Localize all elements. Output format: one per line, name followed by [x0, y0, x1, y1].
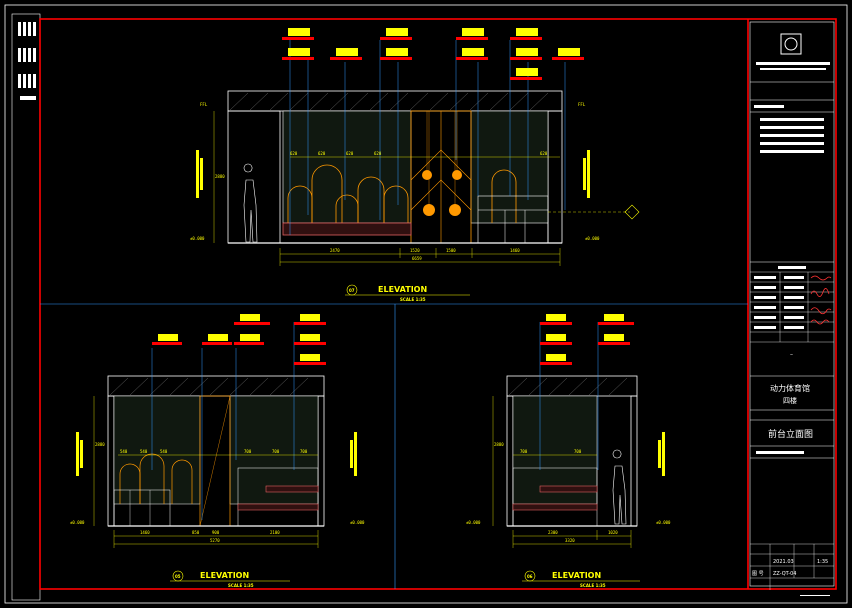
top-elevation-number: 07 [349, 288, 355, 293]
top-upper-dim-1: 620 [290, 151, 298, 156]
top-upper-dim-3: 620 [346, 151, 354, 156]
right-level-right: ±0.000 [656, 520, 671, 525]
left-upper-dim-6: 700 [300, 449, 308, 454]
sheet-title: 前台立面图 [768, 428, 813, 440]
reception-bench [282, 222, 412, 236]
ceiling-band-left [107, 375, 325, 397]
left-elevation-title: ELEVATION [200, 571, 249, 580]
right-upper-dim-1: 700 [520, 449, 528, 454]
top-ffl-right: FFL [578, 102, 586, 107]
top-elevation-title: ELEVATION [378, 285, 427, 294]
wall-right [547, 110, 563, 244]
top-ffl-left: FFL [200, 102, 208, 107]
left-dim-3: 900 [212, 530, 220, 535]
left-overall-dim: 5270 [210, 538, 220, 543]
left-elevation-scale: SCALE 1:35 [228, 583, 254, 588]
left-level-right: ±0.000 [350, 520, 365, 525]
sheet-date: 2021.03 [773, 559, 794, 565]
top-dim-2: 1520 [410, 248, 420, 253]
left-height-dim: 2880 [95, 442, 105, 447]
bench-right [539, 485, 598, 493]
pendant-lamps [422, 111, 462, 216]
left-level-left: ±0.000 [70, 520, 85, 525]
top-level-right: ±0.000 [585, 236, 600, 241]
top-level-left: ±0.000 [190, 236, 205, 241]
section-marker [624, 204, 640, 220]
project-name: 动力体育馆 [770, 383, 810, 393]
sheet-no-label: 图 号 [752, 571, 764, 577]
left-dim-4: 2100 [270, 530, 280, 535]
top-dim-4: 1460 [510, 248, 520, 253]
human-scale-figure-right [612, 449, 627, 525]
human-scale-figure [243, 163, 258, 243]
signatures [810, 275, 832, 325]
top-dim-1: 2470 [330, 248, 340, 253]
right-height-dim: 2880 [494, 442, 504, 447]
company-logo [780, 33, 802, 55]
left-upper-dim-2: 540 [140, 449, 148, 454]
binding-strip-marks [18, 22, 36, 100]
right-level-left: ±0.000 [466, 520, 481, 525]
sheet-outer-border [4, 4, 848, 604]
elevation-left: 540 540 540 700 700 700 1460 850 900 210… [70, 314, 365, 588]
left-elevation-number: 05 [175, 574, 181, 579]
top-upper-dim-4: 620 [374, 151, 382, 156]
left-upper-dim-5: 700 [272, 449, 280, 454]
textured-back-panel-right [470, 110, 549, 224]
elevation-right: 700 700 2300 1020 3320 2880 ±0.000 ±0.00… [466, 314, 671, 588]
right-elevation-scale: SCALE 1:35 [580, 583, 606, 588]
left-upper-dim-4: 700 [244, 449, 252, 454]
binding-strip [11, 13, 41, 601]
left-dim-2: 850 [192, 530, 200, 535]
top-dim-3: 1500 [446, 248, 456, 253]
right-dim-1: 2300 [548, 530, 558, 535]
material-tags [282, 28, 584, 80]
sheet-scale: 1:35 [817, 559, 828, 565]
right-overall-dim: 3320 [565, 538, 575, 543]
right-upper-dim-2: 700 [574, 449, 582, 454]
bench-left [265, 485, 319, 493]
left-dim-1: 1460 [140, 530, 150, 535]
title-block-dash: – [790, 351, 793, 358]
left-upper-dim-3: 540 [160, 449, 168, 454]
top-upper-dim-5: 620 [540, 151, 548, 156]
elevation-top: 620 620 620 620 620 2470 1520 1500 1460 … [190, 28, 640, 302]
arch-decor [287, 164, 517, 223]
textured-panel-left-a [113, 395, 201, 505]
elevation-top-title: 07 ELEVATION SCALE 1:35 [345, 284, 470, 302]
top-elevation-scale: SCALE 1:35 [400, 297, 426, 302]
right-elevation-number: 06 [527, 574, 533, 579]
top-overall-dim: 6659 [412, 256, 422, 261]
textured-back-panel-left [282, 110, 412, 224]
wall-left [227, 110, 281, 244]
right-elevation-title: ELEVATION [552, 571, 601, 580]
left-upper-dim-1: 540 [120, 449, 128, 454]
title-block: – 动力体育馆 四楼 前台立面图 2021.03 1:35 图 号 ZZ-QT-… [749, 21, 835, 596]
sheet-no: ZZ-QT-04 [773, 571, 796, 577]
top-height-dim: 2880 [215, 174, 225, 179]
top-upper-dim-2: 620 [318, 151, 326, 156]
right-dim-2: 1020 [608, 530, 618, 535]
project-floor: 四楼 [783, 396, 797, 405]
